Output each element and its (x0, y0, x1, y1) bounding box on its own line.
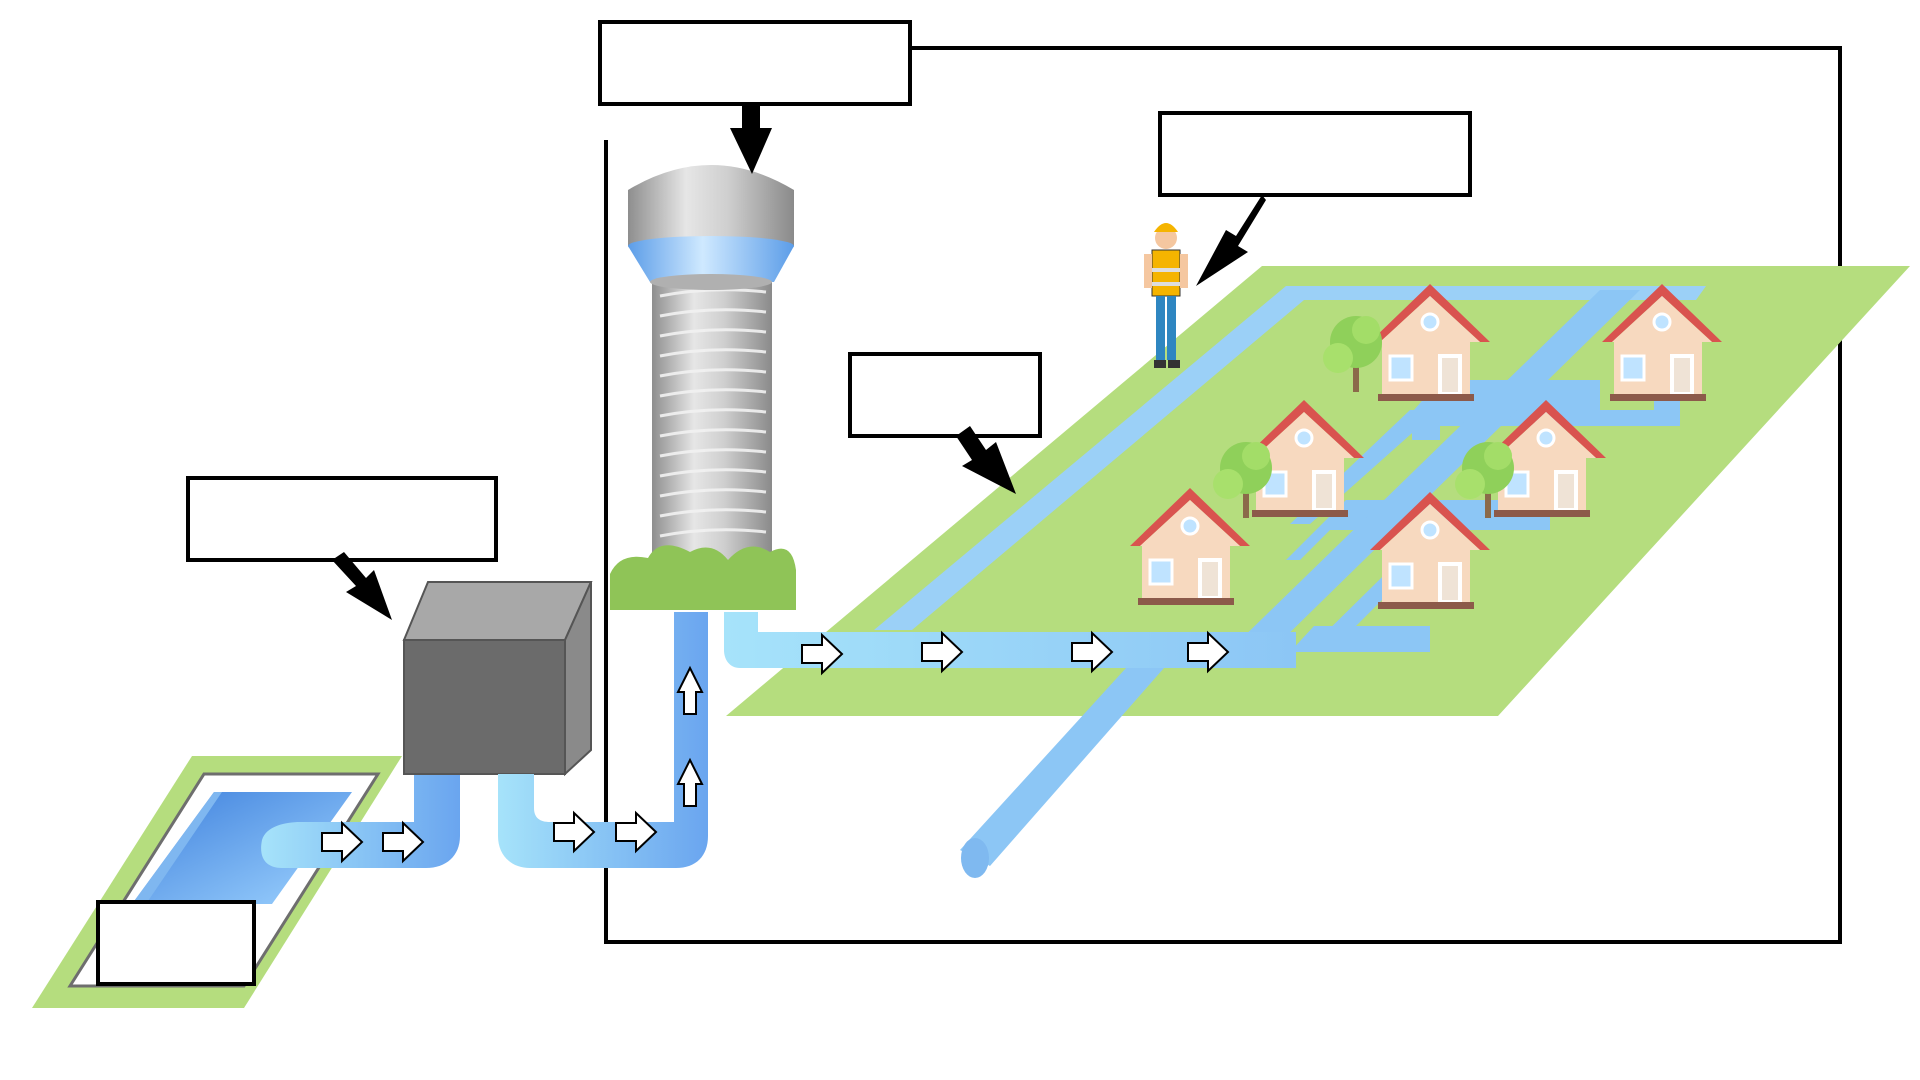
label-distribution-main (848, 352, 1042, 494)
worker-icon (1144, 223, 1188, 368)
label-source (96, 900, 256, 986)
drain-outlet (961, 838, 989, 878)
water-tower (628, 165, 794, 578)
treatment-plant (402, 581, 593, 777)
transfer-pipe (498, 612, 708, 868)
source-pool-water (132, 792, 352, 904)
label-storage-tower (598, 20, 912, 174)
label-operator (1158, 111, 1472, 286)
distribution-main (724, 612, 1296, 668)
drain-pipe (960, 668, 1164, 866)
source-pool-wall (132, 792, 222, 904)
service-area-boundary (604, 46, 1842, 944)
tower-bushes (610, 545, 796, 610)
label-treatment-plant (186, 476, 498, 620)
